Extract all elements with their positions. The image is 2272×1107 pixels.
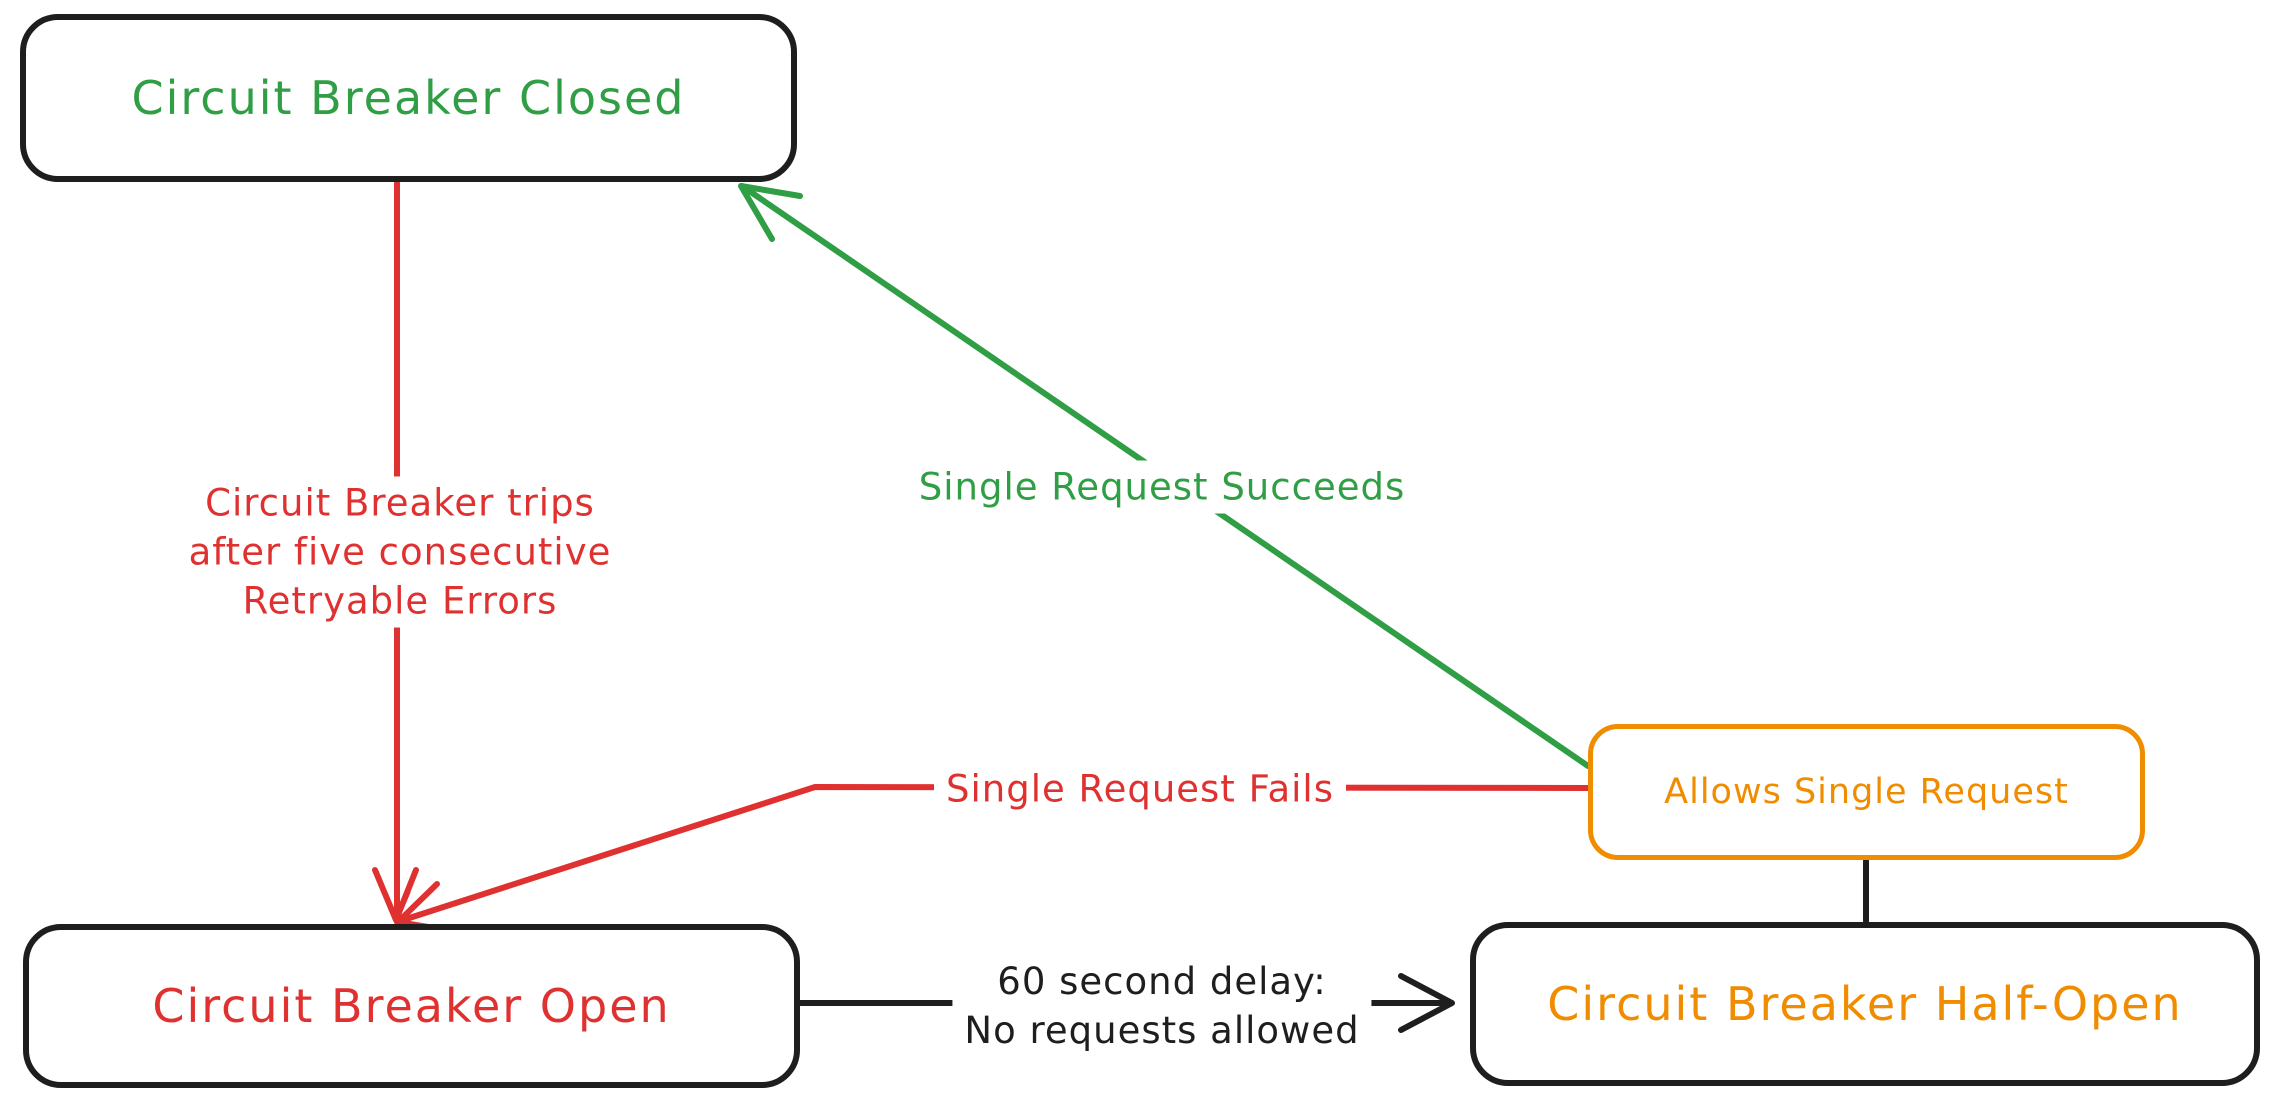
edge-label-delay: 60 second delay: No requests allowed (952, 955, 1372, 1057)
node-allows-single-request: Allows Single Request (1588, 724, 2145, 860)
edge-delay-arrowhead-icon (1398, 973, 1455, 1033)
node-allows-single-request-label: Allows Single Request (1664, 772, 2069, 812)
edge-label-trip-line-1: Circuit Breaker trips (205, 481, 595, 525)
node-circuit-breaker-open-label: Circuit Breaker Open (152, 979, 671, 1033)
edge-label-fails: Single Request Fails (934, 762, 1346, 816)
node-circuit-breaker-open: Circuit Breaker Open (23, 924, 800, 1088)
edge-label-trip-line-2: after five consecutive (188, 530, 612, 574)
edge-label-trip: Circuit Breaker trips after five consecu… (176, 476, 624, 628)
node-circuit-breaker-half-open-label: Circuit Breaker Half-Open (1547, 977, 2183, 1031)
edge-succeeds-arrowhead-icon (738, 183, 803, 242)
edge-label-delay-line-2: No requests allowed (964, 1009, 1360, 1052)
edge-label-delay-line-1: 60 second delay: (997, 960, 1327, 1003)
node-circuit-breaker-closed-label: Circuit Breaker Closed (131, 71, 686, 125)
node-circuit-breaker-closed: Circuit Breaker Closed (20, 14, 797, 182)
node-circuit-breaker-half-open: Circuit Breaker Half-Open (1470, 922, 2260, 1086)
edge-label-succeeds: Single Request Succeeds (906, 460, 1418, 514)
edge-label-trip-line-3: Retryable Errors (242, 579, 558, 623)
